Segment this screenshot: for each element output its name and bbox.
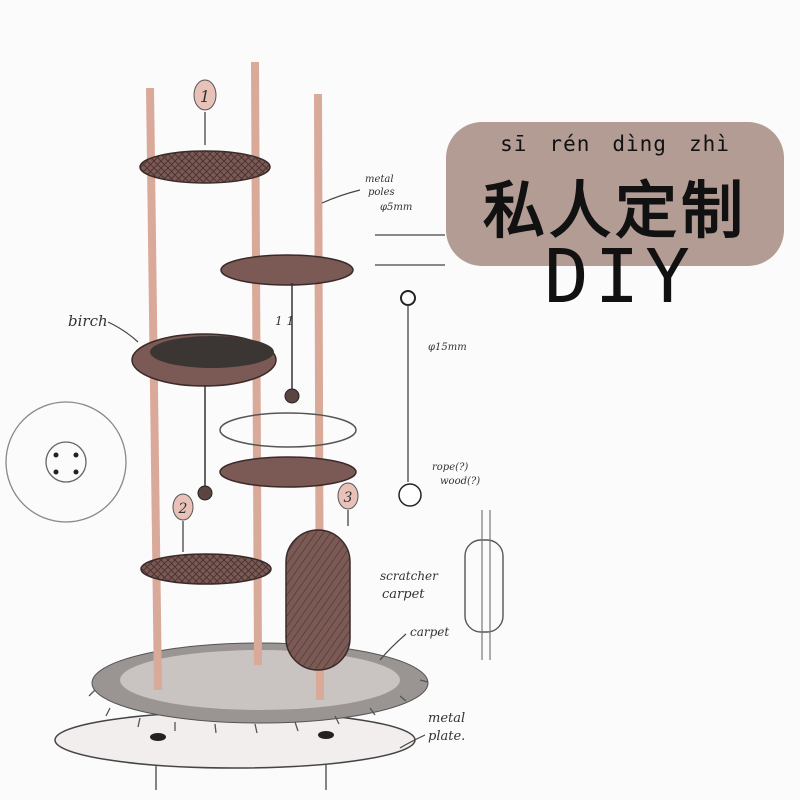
note-cord-1: rope(?): [432, 462, 468, 473]
step-2-label: 2: [178, 501, 188, 517]
step-1-marker: [193, 79, 217, 111]
metal-label: metal: [428, 711, 465, 726]
carpet-label-2: carpet: [410, 625, 449, 639]
note-cord-2: wood(?): [440, 476, 480, 487]
scratcher-label: scratcher: [380, 569, 439, 583]
pinyin-ding: dìng: [612, 132, 667, 156]
detail-clamp: [464, 539, 504, 633]
pinyin-si: sī: [500, 132, 528, 156]
note-mid: φ15mm: [428, 342, 467, 353]
chinese-title: 私人定制: [482, 174, 747, 247]
detail-ring: [400, 290, 416, 306]
pinyin-zhi: zhì: [688, 132, 730, 156]
shelf-4: [219, 456, 357, 488]
plate-leader: [399, 734, 426, 749]
detail-hole-3: [53, 469, 59, 475]
note-top-1: metal: [365, 174, 394, 185]
note-top-3: φ5mm: [380, 202, 412, 213]
note-top-2: poles: [368, 187, 395, 198]
step-1-label: 1: [200, 87, 210, 106]
birch-leader: [107, 321, 139, 343]
scratcher-pad: [285, 529, 351, 671]
base-bolt-right: [318, 731, 334, 739]
pole-left: [146, 87, 162, 691]
toy-ball-2: [197, 485, 213, 501]
pinyin-row: sī rén dìng zhì: [446, 132, 784, 156]
step-3-label: 3: [344, 490, 353, 506]
detail-plate-outer: [5, 401, 127, 523]
bowl-fur: [150, 336, 274, 368]
note-top-leader: [321, 189, 361, 204]
shelf-top: [139, 150, 271, 184]
shelf-5: [140, 553, 272, 585]
detail-hole-1: [53, 452, 59, 458]
birch-label: birch: [68, 312, 108, 330]
plate-label: plate.: [428, 729, 465, 744]
step-3-marker: [337, 482, 359, 510]
step-2-marker: [172, 493, 194, 521]
base-bolt-left: [150, 733, 166, 741]
custom-diy-badge: [446, 122, 784, 266]
detail-ball: [398, 483, 422, 507]
carpet-fringe: [88, 679, 429, 734]
dims-label: 1 1: [275, 314, 294, 328]
carpet-label: carpet: [382, 587, 425, 602]
diy-title: DIY: [544, 234, 696, 320]
detail-hole-4: [73, 469, 79, 475]
detail-hole-2: [73, 452, 79, 458]
detail-plate-inner: [45, 441, 87, 483]
toy-ball-1: [284, 388, 300, 404]
glass-shelf: [219, 412, 357, 448]
shelf-2: [220, 254, 354, 286]
carpet-leader: [379, 633, 407, 661]
pinyin-ren: rén: [549, 132, 591, 156]
